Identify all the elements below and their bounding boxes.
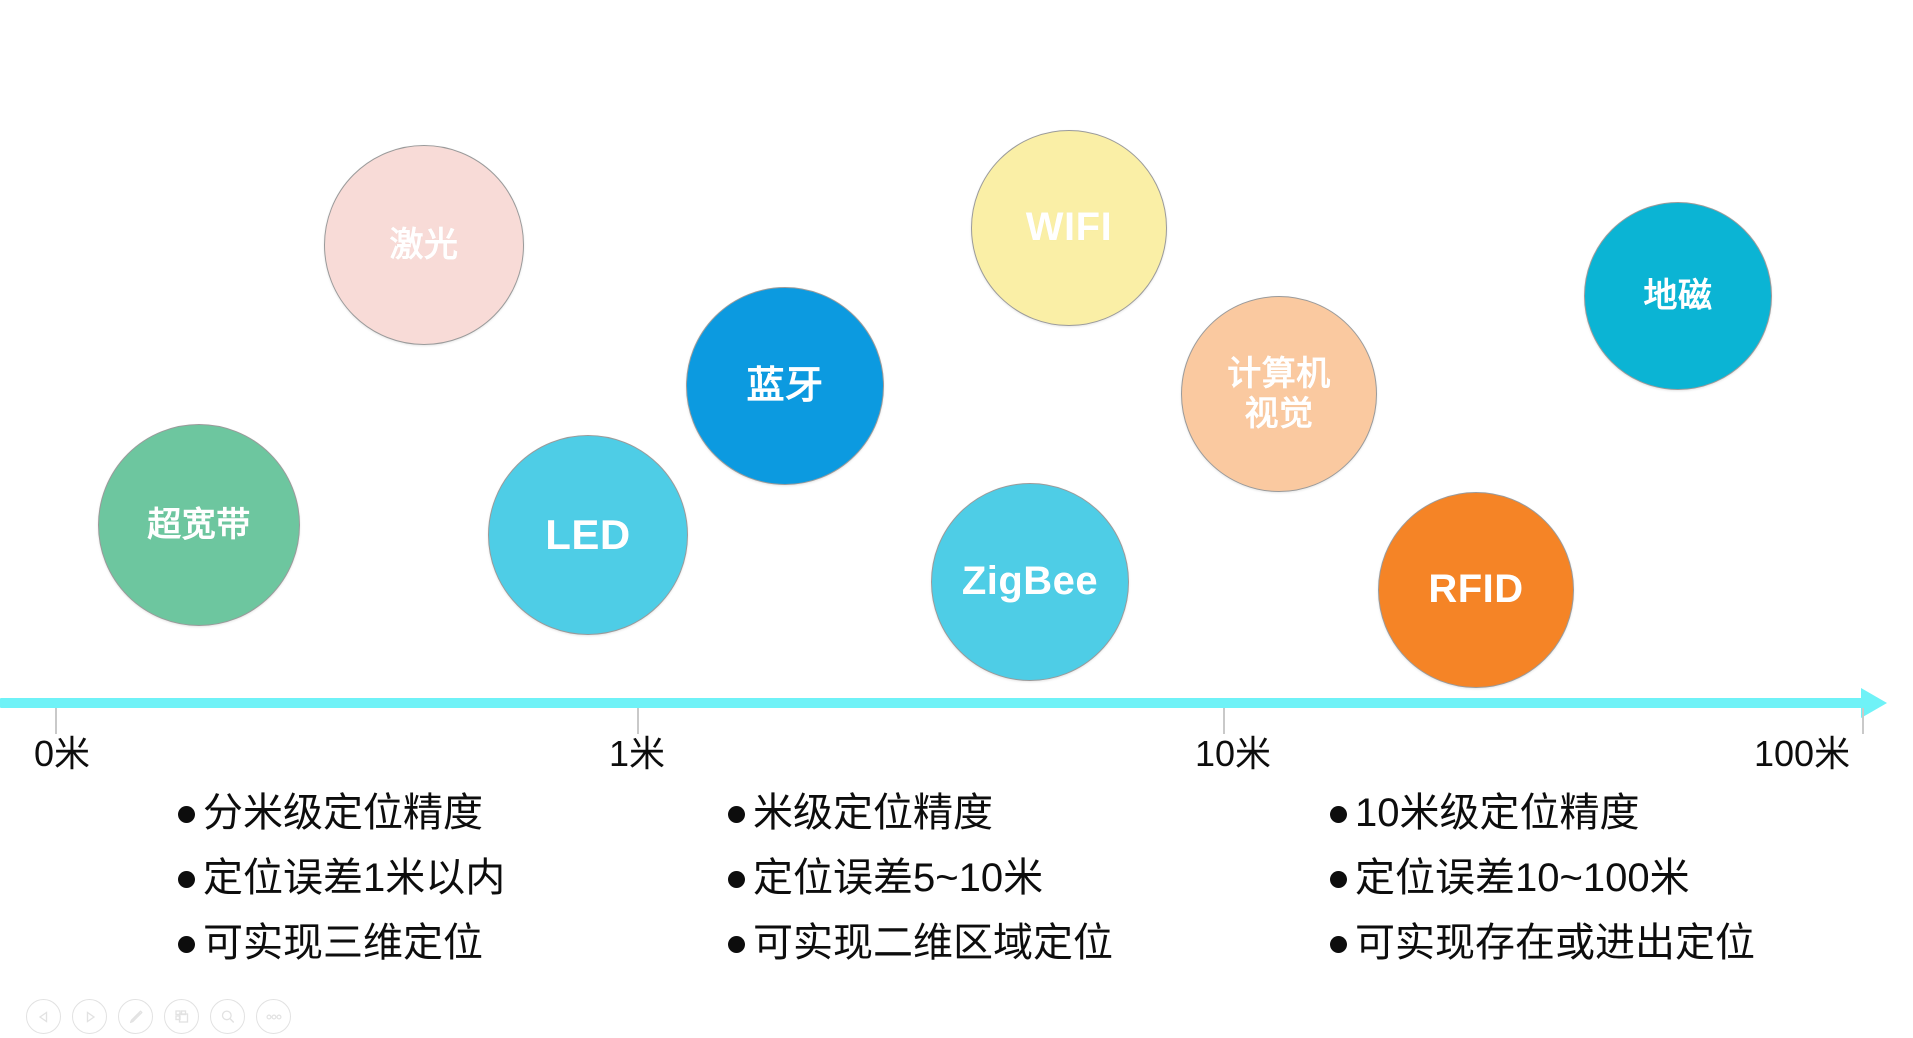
bullet-item: 分米级定位精度: [178, 790, 505, 837]
axis-line: [0, 698, 1865, 708]
bullet-dot-icon: [728, 936, 745, 954]
pen-icon: [129, 1010, 142, 1023]
bullet-dot-icon: [1330, 871, 1347, 889]
bullet-column-decimeter-accuracy: 分米级定位精度定位误差1米以内可实现三维定位: [178, 790, 505, 986]
technology-bubble: 地磁: [1584, 202, 1772, 390]
bullet-column-ten-meter-accuracy: 10米级定位精度定位误差10~100米可实现存在或进出定位: [1330, 790, 1755, 986]
technology-bubble-label: LED: [545, 511, 631, 559]
accuracy-description-columns: 分米级定位精度定位误差1米以内可实现三维定位 米级定位精度定位误差5~10米可实现…: [0, 790, 1913, 990]
bullet-item: 定位误差10~100米: [1330, 855, 1755, 902]
technology-bubble-label: 超宽带: [147, 505, 251, 544]
technology-bubble-label: 激光: [389, 225, 459, 264]
axis-tick-mark: [1862, 708, 1864, 734]
bullet-text: 定位误差10~100米: [1355, 856, 1690, 901]
bullet-text: 可实现存在或进出定位: [1355, 921, 1755, 966]
more-options-button[interactable]: [256, 999, 291, 1034]
bullet-dot-icon: [1330, 936, 1347, 954]
bullet-dot-icon: [728, 871, 745, 889]
technology-bubble-label: 蓝牙: [746, 364, 824, 407]
bullet-text: 分米级定位精度: [203, 791, 483, 835]
technology-bubble-label: 地磁: [1643, 276, 1713, 315]
technology-bubble: 计算机 视觉: [1181, 296, 1377, 492]
bullet-item: 可实现二维区域定位: [728, 920, 1113, 967]
axis-arrow-icon: [1861, 688, 1887, 718]
previous-slide-button[interactable]: [26, 999, 61, 1034]
axis-tick-mark: [1223, 708, 1225, 734]
bullet-item: 可实现存在或进出定位: [1330, 920, 1755, 967]
technology-bubble-label: 计算机 视觉: [1227, 354, 1331, 433]
technology-bubble-label: WIFI: [1025, 205, 1113, 250]
all-slides-button[interactable]: [164, 999, 199, 1034]
technology-bubble-label: ZigBee: [961, 559, 1099, 604]
technology-bubble: RFID: [1378, 492, 1574, 688]
bullet-dot-icon: [1330, 806, 1347, 823]
bullet-dot-icon: [178, 806, 195, 823]
technology-bubble: 蓝牙: [686, 287, 884, 485]
technology-bubble: LED: [488, 435, 688, 635]
technology-bubble: WIFI: [971, 130, 1167, 326]
axis-tick-label: 100米: [1754, 733, 1851, 774]
axis-tick-label: 0米: [34, 733, 91, 774]
bullet-text: 定位误差1米以内: [203, 856, 506, 901]
bullet-dot-icon: [178, 936, 195, 954]
play-triangle-icon: [86, 1010, 95, 1023]
axis-tick-mark: [55, 708, 57, 734]
bullet-item: 可实现三维定位: [178, 920, 505, 967]
bullet-column-meter-accuracy: 米级定位精度定位误差5~10米可实现二维区域定位: [728, 790, 1113, 986]
slide-grid-icon: [174, 1009, 188, 1023]
technology-bubble: ZigBee: [931, 483, 1129, 681]
bullet-item: 定位误差1米以内: [178, 855, 505, 902]
axis-tick-label: 10米: [1195, 733, 1272, 774]
ellipsis-icon: [265, 1013, 282, 1019]
bullet-text: 可实现三维定位: [203, 921, 483, 966]
bullet-text: 定位误差5~10米: [753, 856, 1044, 901]
magnifier-icon: [221, 1009, 234, 1023]
bullet-text: 米级定位精度: [753, 791, 993, 835]
pen-tool-button[interactable]: [118, 999, 153, 1034]
bullet-text: 可实现二维区域定位: [753, 921, 1113, 966]
previous-triangle-icon: [38, 1010, 47, 1023]
next-slide-button[interactable]: [72, 999, 107, 1034]
bullet-dot-icon: [728, 806, 745, 823]
bullet-dot-icon: [178, 871, 195, 889]
zoom-button[interactable]: [210, 999, 245, 1034]
bullet-text: 10米级定位精度: [1355, 791, 1640, 835]
bullet-item: 10米级定位精度: [1330, 790, 1755, 837]
presenter-toolbar[interactable]: [26, 999, 291, 1034]
technology-bubble-label: RFID: [1428, 567, 1524, 612]
axis-tick-label: 1米: [609, 733, 666, 774]
bullet-item: 定位误差5~10米: [728, 855, 1113, 902]
axis-tick-mark: [637, 708, 639, 734]
technology-bubble: 激光: [324, 145, 524, 345]
technology-bubble: 超宽带: [98, 424, 300, 626]
bullet-item: 米级定位精度: [728, 790, 1113, 837]
